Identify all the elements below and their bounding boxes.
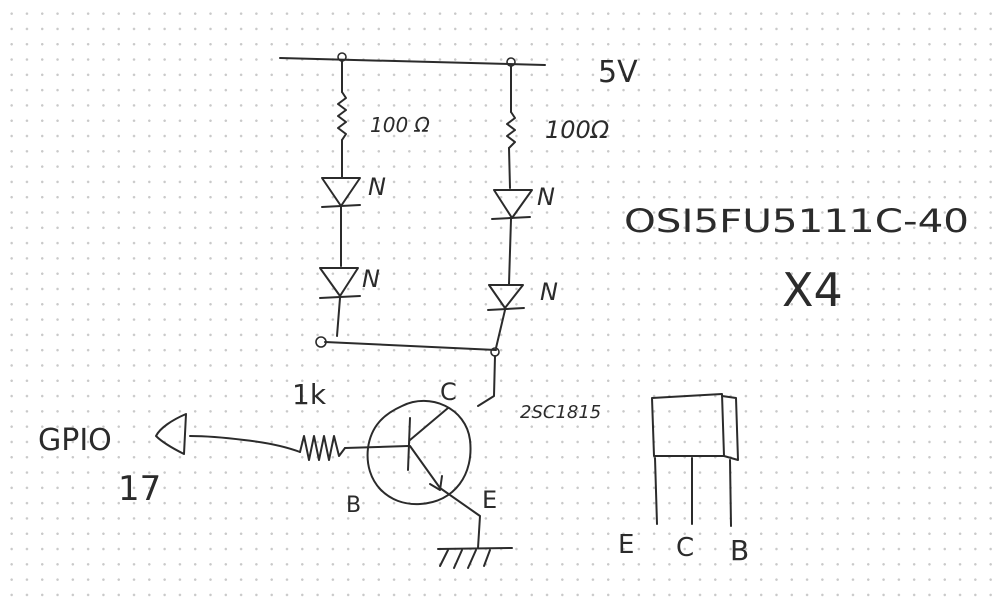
transistor-part-label: 2SC1815	[520, 402, 601, 423]
resistor-left-label: 100 Ω	[370, 113, 431, 137]
right-resistor	[506, 111, 516, 149]
right-wire-bottom	[495, 309, 506, 349]
resistor-right-label: 100Ω	[545, 116, 610, 144]
left-resistor	[337, 91, 347, 141]
led-left-2-label: N	[362, 265, 380, 293]
left-wire-bottom	[336, 297, 341, 337]
right-wire-mid2	[508, 218, 512, 285]
bottom-bus	[324, 341, 497, 351]
right-wire-mid1	[508, 147, 511, 189]
gpio-connector-icon	[155, 413, 187, 455]
package-pin-c: C	[676, 533, 694, 563]
led-part-label: OSI5FU5111C-40	[624, 202, 969, 240]
led-left-1	[321, 177, 361, 208]
quantity-label: X4	[782, 263, 843, 317]
package-pin-e: E	[618, 530, 634, 560]
led-right-2-label: N	[540, 278, 558, 306]
supply-label: 5V	[598, 55, 638, 90]
supply-rail	[279, 57, 546, 66]
pin-b-label: B	[346, 493, 361, 518]
led-left-2	[319, 267, 361, 299]
base-resistor-label: 1k	[292, 378, 327, 411]
gpio-label: GPIO	[38, 423, 112, 458]
led-right-1	[491, 189, 533, 220]
gpio-number: 17	[118, 469, 161, 509]
led-right-1-label: N	[537, 183, 555, 211]
transistor-package-outline	[651, 393, 739, 527]
led-left-1-label: N	[368, 173, 386, 201]
package-pin-b: B	[730, 534, 749, 567]
ground-symbol	[437, 547, 513, 569]
pin-e-label: E	[482, 486, 497, 514]
gpio-wire	[189, 435, 301, 453]
transistor-symbol	[344, 399, 481, 549]
led-right-2	[487, 284, 525, 311]
base-resistor	[299, 435, 346, 461]
pin-c-label: C	[440, 378, 457, 406]
collector-wire	[477, 355, 496, 407]
